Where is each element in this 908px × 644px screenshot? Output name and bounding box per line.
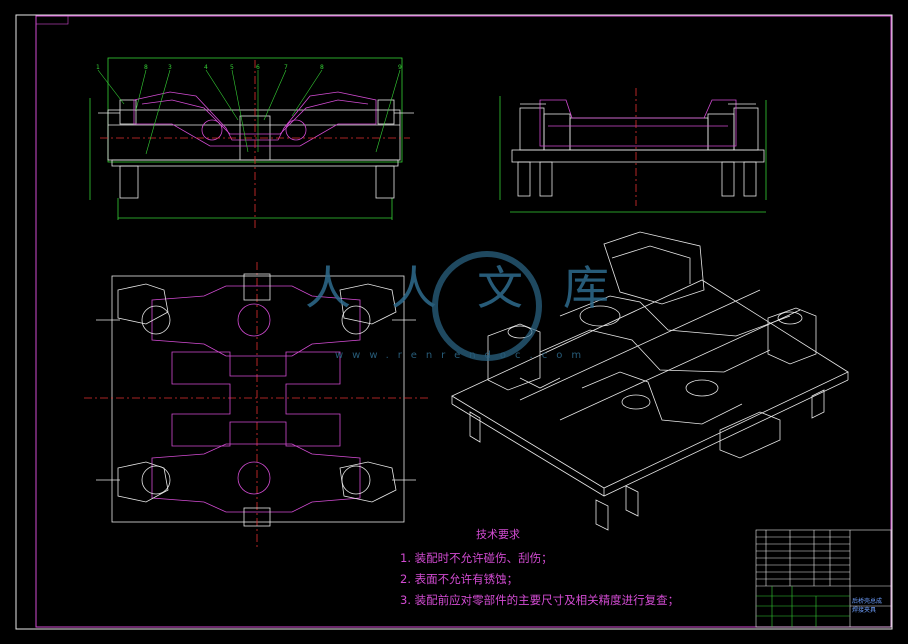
side-view xyxy=(499,88,767,213)
balloon-9: 9 xyxy=(398,64,402,71)
front-view xyxy=(89,57,414,228)
balloon-1: 1 xyxy=(96,64,100,71)
balloon-6: 6 xyxy=(256,64,260,71)
balloon-3: 3 xyxy=(168,64,172,71)
balloon-8b: 8 xyxy=(320,64,324,71)
isometric-view xyxy=(451,231,849,531)
note-item-3: 3. 装配前应对零部件的主要尺寸及相关精度进行复查； xyxy=(400,593,680,607)
top-view xyxy=(84,262,430,548)
notes-title: 技术要求 xyxy=(476,528,520,541)
balloon-labels: 1 8 3 4 5 6 7 8 9 xyxy=(96,64,402,71)
balloon-5: 5 xyxy=(230,64,234,71)
note-item-1: 1. 装配时不允许碰伤、刮伤； xyxy=(400,551,553,565)
balloon-7: 7 xyxy=(284,64,288,71)
outer-frame xyxy=(15,14,893,630)
title-drawing-name: 后桥壳总成 xyxy=(852,598,883,605)
drawing-code-box xyxy=(35,15,69,25)
balloon-8: 8 xyxy=(144,64,148,71)
title-drawing-sub: 焊接夹具 xyxy=(852,607,877,614)
inner-border xyxy=(35,15,892,628)
note-item-2: 2. 表面不允许有锈蚀； xyxy=(400,572,519,586)
balloon-4: 4 xyxy=(204,64,208,71)
title-block xyxy=(755,529,892,628)
